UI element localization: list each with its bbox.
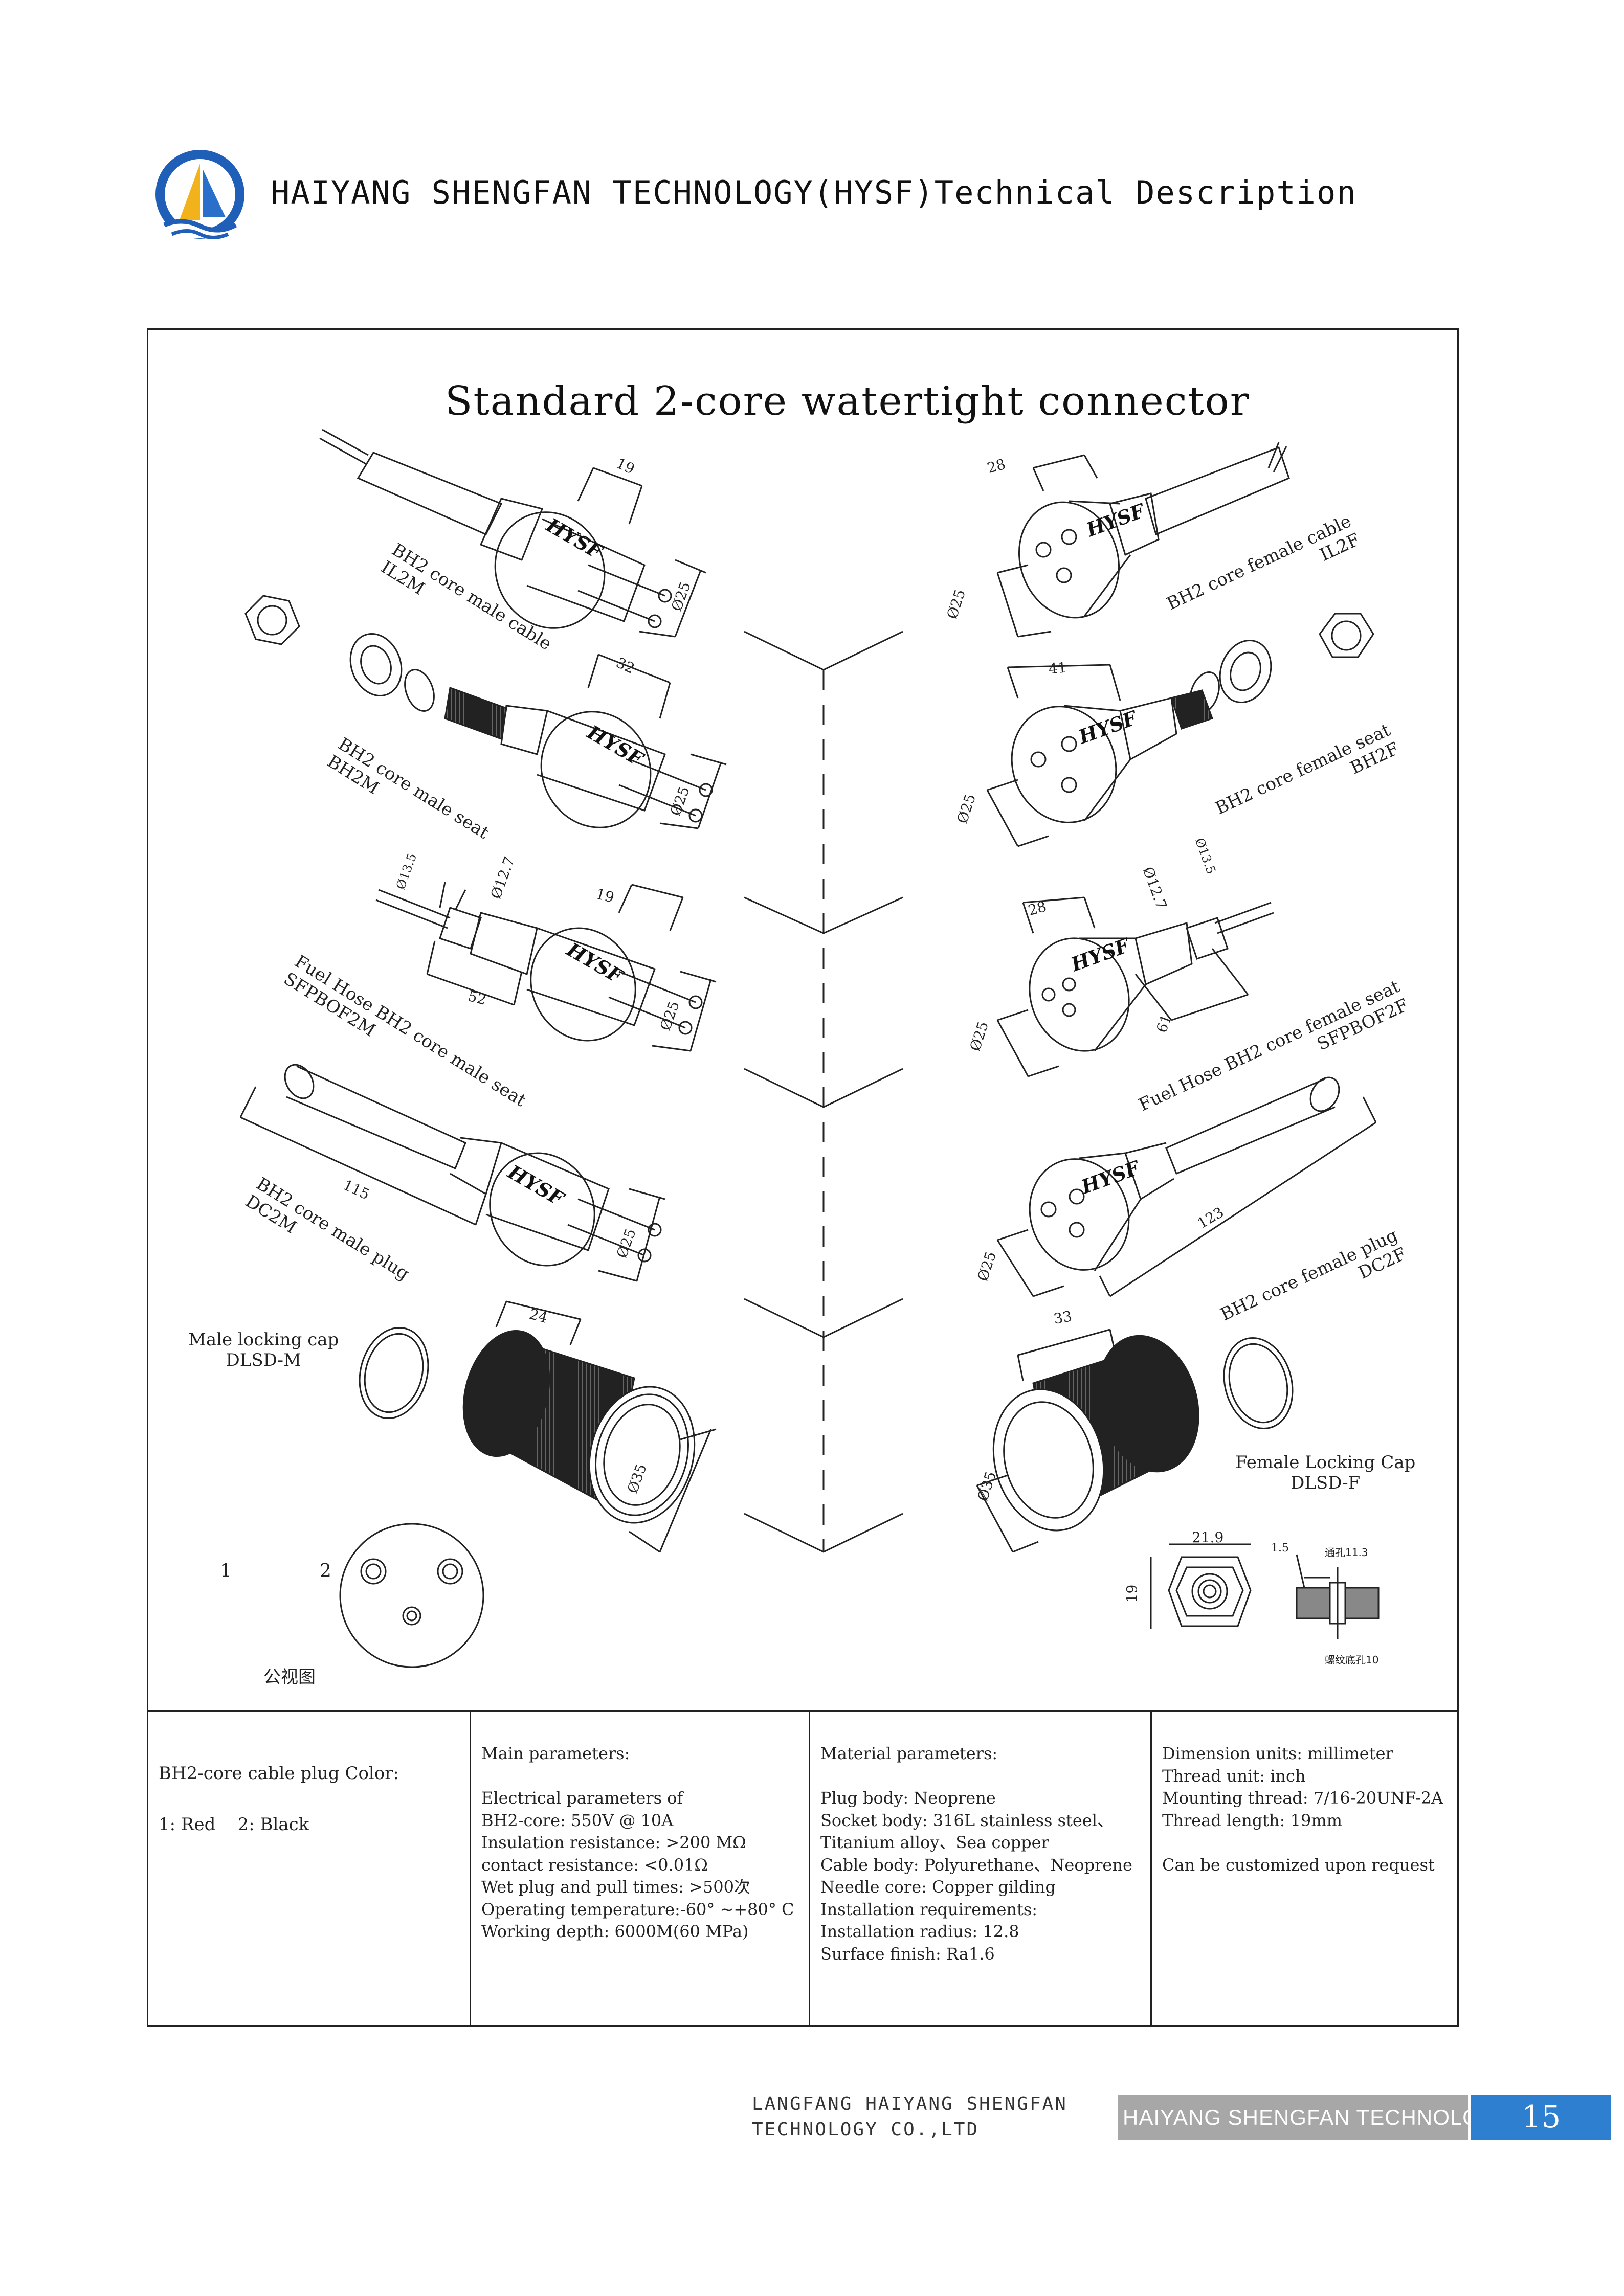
footer-company: LANGFANG HAIYANG SHENGFAN TECHNOLOGY CO.…: [752, 2091, 1067, 2143]
threaded-hole-section: [1296, 1554, 1380, 1639]
page-title: HAIYANG SHENGFAN TECHNOLOGY(HYSF)Technic…: [271, 174, 1357, 211]
label-female-locking-cap: Female Locking Cap DLSD-F: [1235, 1452, 1416, 1493]
male-cable-drawing: [319, 429, 706, 638]
fuel-female-seat-drawing: [996, 896, 1274, 1077]
female-locking-cap-drawing: [976, 1329, 1294, 1553]
dim-value: 通孔11.3: [1325, 1546, 1368, 1559]
param-line: Surface finish: Ra1.6: [820, 1944, 995, 1964]
brand-mark: HYSF: [1067, 933, 1134, 976]
param-line: Needle core: Copper gilding: [820, 1877, 1056, 1897]
fuel-male-seat-drawing: [375, 882, 717, 1052]
footer-company-line: TECHNOLOGY CO.,LTD: [752, 2119, 980, 2140]
female-cable-drawing: [996, 442, 1290, 638]
brand-mark: HYSF: [1083, 499, 1149, 542]
color-title: BH2-core cable plug Color:: [159, 1763, 399, 1784]
pin-end-view: [339, 1523, 484, 1668]
pin-1-label: 1: [220, 1561, 232, 1582]
page-header: HAIYANG SHENGFAN TECHNOLOGY(HYSF)Technic…: [151, 148, 1532, 251]
param-line: Socket body: 316L stainless steel、: [820, 1810, 1114, 1830]
param-line: Thread length: 19mm: [1162, 1810, 1343, 1830]
page-number-box: 15: [1471, 2095, 1611, 2140]
param-line: Electrical parameters of: [481, 1788, 683, 1808]
connector-drawings: HYSF HYSF HYSF HYSF HYSF HYSF HYSF HYSF: [239, 429, 1380, 1668]
datasheet-frame: Standard 2-core watertight connector: [147, 328, 1459, 2027]
param-line: Dimension units: millimeter: [1162, 1744, 1393, 1763]
main-parameters-title: Main parameters:: [481, 1744, 630, 1763]
color-values: 1: Red 2: Black: [159, 1814, 309, 1835]
dim-value: 41: [1048, 659, 1068, 678]
hysf-sail-logo-icon: [155, 150, 244, 239]
param-line: Insulation resistance: >200 MΩ: [481, 1833, 746, 1852]
divider-chevron: [744, 631, 903, 671]
label-male-locking-cap: Male locking cap DLSD-M: [188, 1330, 339, 1370]
param-line: Installation requirements:: [820, 1899, 1038, 1919]
param-line: Thread unit: inch: [1162, 1766, 1306, 1786]
brand-mark: HYSF: [1075, 706, 1142, 749]
technical-drawing: Standard 2-core watertight connector: [148, 330, 1457, 1710]
brand-mark: HYSF: [583, 720, 649, 771]
dim-value: 33: [1052, 1308, 1074, 1327]
param-line: Plug body: Neoprene: [820, 1788, 996, 1808]
dim-value: 螺纹底孔10: [1325, 1654, 1379, 1666]
param-line: Mounting thread: 7/16-20UNF-2A: [1162, 1788, 1443, 1808]
male-locking-cap-drawing: [359, 1300, 717, 1553]
material-parameters-column: Material parameters: Plug body: Neoprene…: [809, 1712, 1150, 2025]
footer-bar-text: HAIYANG SHENGFAN TECHNOLOGY: [1123, 2105, 1512, 2129]
parameters-table: BH2-core cable plug Color: 1: Red 2: Bla…: [148, 1710, 1457, 2025]
male-seat-hardware: [244, 595, 435, 712]
pin-2-label: 2: [320, 1561, 331, 1582]
dim-value: 19: [1123, 1584, 1141, 1603]
female-seat-drawing: [986, 664, 1213, 847]
main-parameters-column: Main parameters: Electrical parameters o…: [470, 1712, 809, 2025]
material-parameters-title: Material parameters:: [820, 1744, 998, 1763]
brand-mark: HYSF: [1078, 1156, 1144, 1199]
dim-value: 1.5: [1271, 1542, 1289, 1555]
footer-bar: HAIYANG SHENGFAN TECHNOLOGY: [1118, 2095, 1511, 2140]
female-seat-hardware: [1189, 613, 1374, 714]
female-plug-drawing: [996, 1076, 1377, 1297]
label-end-view: 公视图: [263, 1667, 316, 1687]
male-seat-drawing: [444, 654, 727, 829]
nut-detail-drawing: [1150, 1543, 1252, 1629]
param-line: Installation radius: 12.8: [820, 1922, 1019, 1941]
page-number: 15: [1522, 2099, 1561, 2135]
param-line: Operating temperature:-60° ~+80° C: [481, 1899, 794, 1919]
dimension-column: Dimension units: millimeter Thread unit:…: [1150, 1712, 1457, 2025]
param-line: Can be customized upon request: [1162, 1855, 1435, 1875]
param-line: Working depth: 6000M(60 MPa): [481, 1922, 749, 1941]
male-plug-drawing: [239, 1064, 665, 1282]
param-line: contact resistance: <0.01Ω: [481, 1855, 708, 1875]
param-line: Cable body: Polyurethane、Neoprene: [820, 1855, 1132, 1875]
param-line: Titanium alloy、Sea copper: [820, 1833, 1049, 1852]
param-line: BH2-core: 550V @ 10A: [481, 1810, 674, 1830]
footer-company-line: LANGFANG HAIYANG SHENGFAN: [752, 2094, 1067, 2114]
color-column: BH2-core cable plug Color: 1: Red 2: Bla…: [148, 1712, 470, 2025]
param-line: Wet plug and pull times: >500次: [481, 1877, 750, 1897]
dim-value: 21.9: [1192, 1529, 1224, 1546]
drawing-title: Standard 2-core watertight connector: [445, 378, 1251, 424]
